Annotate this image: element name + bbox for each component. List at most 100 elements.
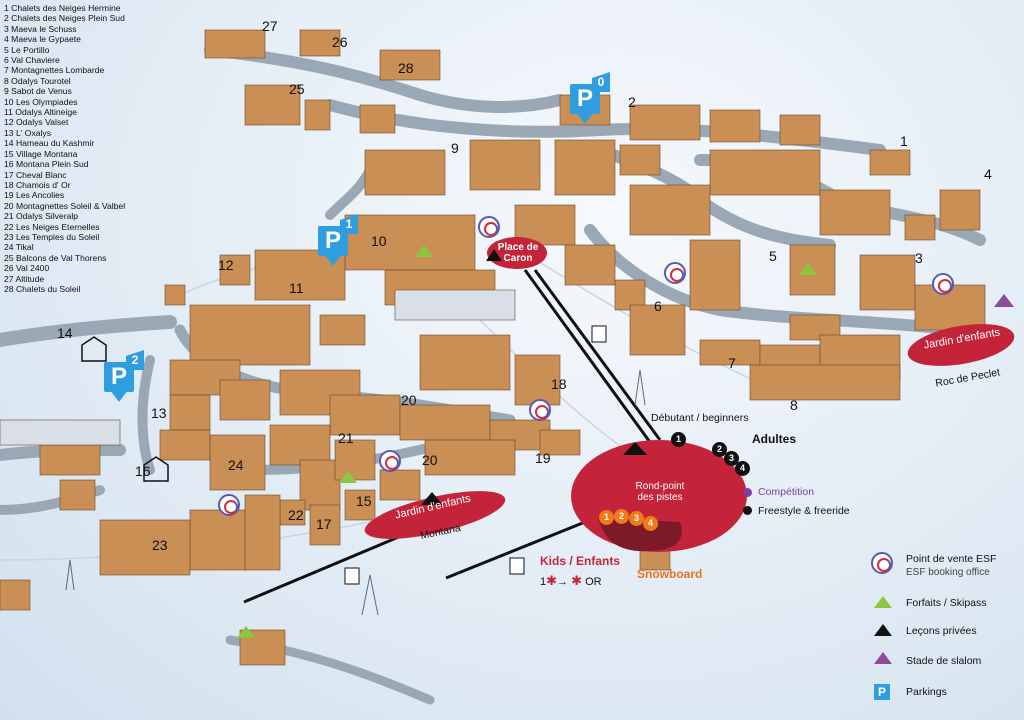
building-number: 12	[218, 257, 234, 273]
accommodation-item: 2 Chalets des Neiges Plein Sud	[4, 13, 125, 24]
building-number: 22	[288, 507, 304, 523]
accommodation-item: 16 Montana Plein Sud	[4, 159, 89, 170]
building-number: 10	[371, 233, 387, 249]
building-number: 2	[628, 94, 636, 110]
building-number: 21	[338, 430, 354, 446]
accommodation-item: 6 Val Chaviere	[4, 55, 60, 66]
kids-level-badge: 1	[599, 510, 614, 525]
accommodation-item: 21 Odalys Silveralp	[4, 211, 79, 222]
building-number: 25	[289, 81, 305, 97]
accommodation-item: 11 Odalys Altineige	[4, 107, 77, 118]
snowboard-label: Snowboard	[637, 567, 703, 581]
buildings	[0, 29, 986, 666]
key-forfaits-label: Forfaits / Skipass	[906, 597, 987, 609]
kids-levels-line: 1✱→ ✱ OR	[540, 573, 602, 589]
key-esf-label: Point de vente ESF	[906, 553, 997, 565]
accommodation-item: 27 Altitude	[4, 273, 45, 284]
esf-office-icon[interactable]	[218, 494, 240, 516]
building-number: 15	[356, 493, 372, 509]
accommodation-item: 5 Le Portillo	[4, 44, 50, 55]
key-parking-icon: P	[874, 684, 890, 700]
parking-p-icon: P	[570, 84, 600, 114]
accommodation-item: 17 Cheval Blanc	[4, 169, 67, 180]
parking-number: 0	[592, 72, 610, 92]
accommodation-item: 22 Les Neiges Eternelles	[4, 221, 100, 232]
esf-office-icon[interactable]	[932, 273, 954, 295]
esf-office-icon[interactable]	[529, 399, 551, 421]
esf-office-icon[interactable]	[478, 216, 500, 238]
key-esf-sub: ESF booking office	[906, 567, 990, 578]
esf-office-icon[interactable]	[379, 450, 401, 472]
accommodation-item: 7 Montagnettes Lombarde	[4, 65, 105, 76]
kids-level-badge: 4	[643, 516, 658, 531]
building-number: 23	[152, 537, 168, 553]
ski-lifts	[243, 269, 662, 604]
accommodation-item: 20 Montagnettes Soleil & Valbel	[4, 200, 126, 211]
accommodation-item: 13 L' Oxalys	[4, 127, 52, 138]
building-number: 4	[984, 166, 992, 182]
kids-level-start: 1	[540, 576, 547, 588]
building-number: 26	[332, 34, 348, 50]
parking-number: 2	[126, 350, 144, 370]
building-number: 16	[135, 463, 151, 479]
building-number: 13	[151, 405, 167, 421]
parking-pointer-icon	[110, 390, 128, 402]
building-number: 28	[398, 60, 414, 76]
accommodation-item: 9 Sabot de Venus	[4, 86, 72, 97]
competition-label: Compétition	[758, 486, 815, 498]
building-number: 6	[654, 298, 662, 314]
parking-pointer-icon	[324, 254, 342, 266]
building-number: 11	[289, 280, 304, 296]
parking-pointer-icon	[576, 112, 594, 124]
accommodation-item: 14 Hameau du Kashmir	[4, 138, 95, 149]
esf-office-icon[interactable]	[664, 262, 686, 284]
kids-label: Kids / Enfants	[540, 554, 621, 568]
building-number: 14	[57, 325, 73, 341]
map-symbols	[81, 245, 1014, 638]
adultes-label: Adultes	[752, 432, 797, 446]
place-de-caron-label: Place de Caron	[497, 242, 539, 264]
building-number: 20	[401, 392, 417, 408]
kids-level-badge: 3	[629, 511, 644, 526]
debutant-label: Débutant / beginners	[651, 412, 749, 424]
accommodation-item: 25 Balcons de Val Thorens	[4, 252, 107, 263]
accommodation-item: 15 Village Montana	[4, 148, 78, 159]
kids-level-badge: 2	[614, 509, 629, 524]
accommodation-item: 26 Val 2400	[4, 263, 50, 274]
accommodation-item: 4 Maeva le Gypaete	[4, 34, 81, 45]
accommodation-item: 3 Maeva le Schuss	[4, 23, 77, 34]
accommodation-item: 24 Tikal	[4, 242, 34, 253]
building-number: 7	[728, 355, 736, 371]
key-slalom-label: Stade de slalom	[906, 655, 982, 667]
key-symbols	[874, 596, 892, 664]
building-number: 27	[262, 18, 278, 34]
accommodation-item: 1 Chalets des Neiges Hermine	[4, 3, 121, 13]
level-badge: 2	[712, 442, 727, 457]
snowflake-icon: ✱	[571, 573, 582, 588]
competition-dot-icon	[743, 488, 752, 497]
building-number: 3	[915, 250, 923, 266]
accommodation-item: 18 Chamois d' Or	[4, 179, 71, 190]
parking-number: 1	[340, 214, 358, 234]
snowflake-icon: ✱	[546, 573, 558, 588]
building-number: 1	[900, 133, 908, 149]
level-badge: 4	[735, 461, 750, 476]
kids-level-end: OR	[585, 576, 602, 588]
building-number: 19	[535, 450, 551, 466]
rond-point-label: Rond-point des pistes	[635, 481, 685, 503]
arrow-right-icon: →	[557, 576, 569, 588]
lift-pylons	[65, 369, 646, 616]
building-number: 5	[769, 248, 777, 264]
building-number: 20	[422, 452, 438, 468]
building-number: 24	[228, 457, 244, 473]
esf-key-icon	[871, 552, 893, 574]
building-number: 8	[790, 397, 798, 413]
zones	[364, 237, 1015, 552]
building-number: 18	[551, 376, 567, 392]
building-number: 17	[316, 516, 332, 532]
accommodation-item: 23 Les Temples du Soleil	[4, 231, 100, 242]
accommodation-item: 10 Les Olympiades	[4, 96, 78, 107]
